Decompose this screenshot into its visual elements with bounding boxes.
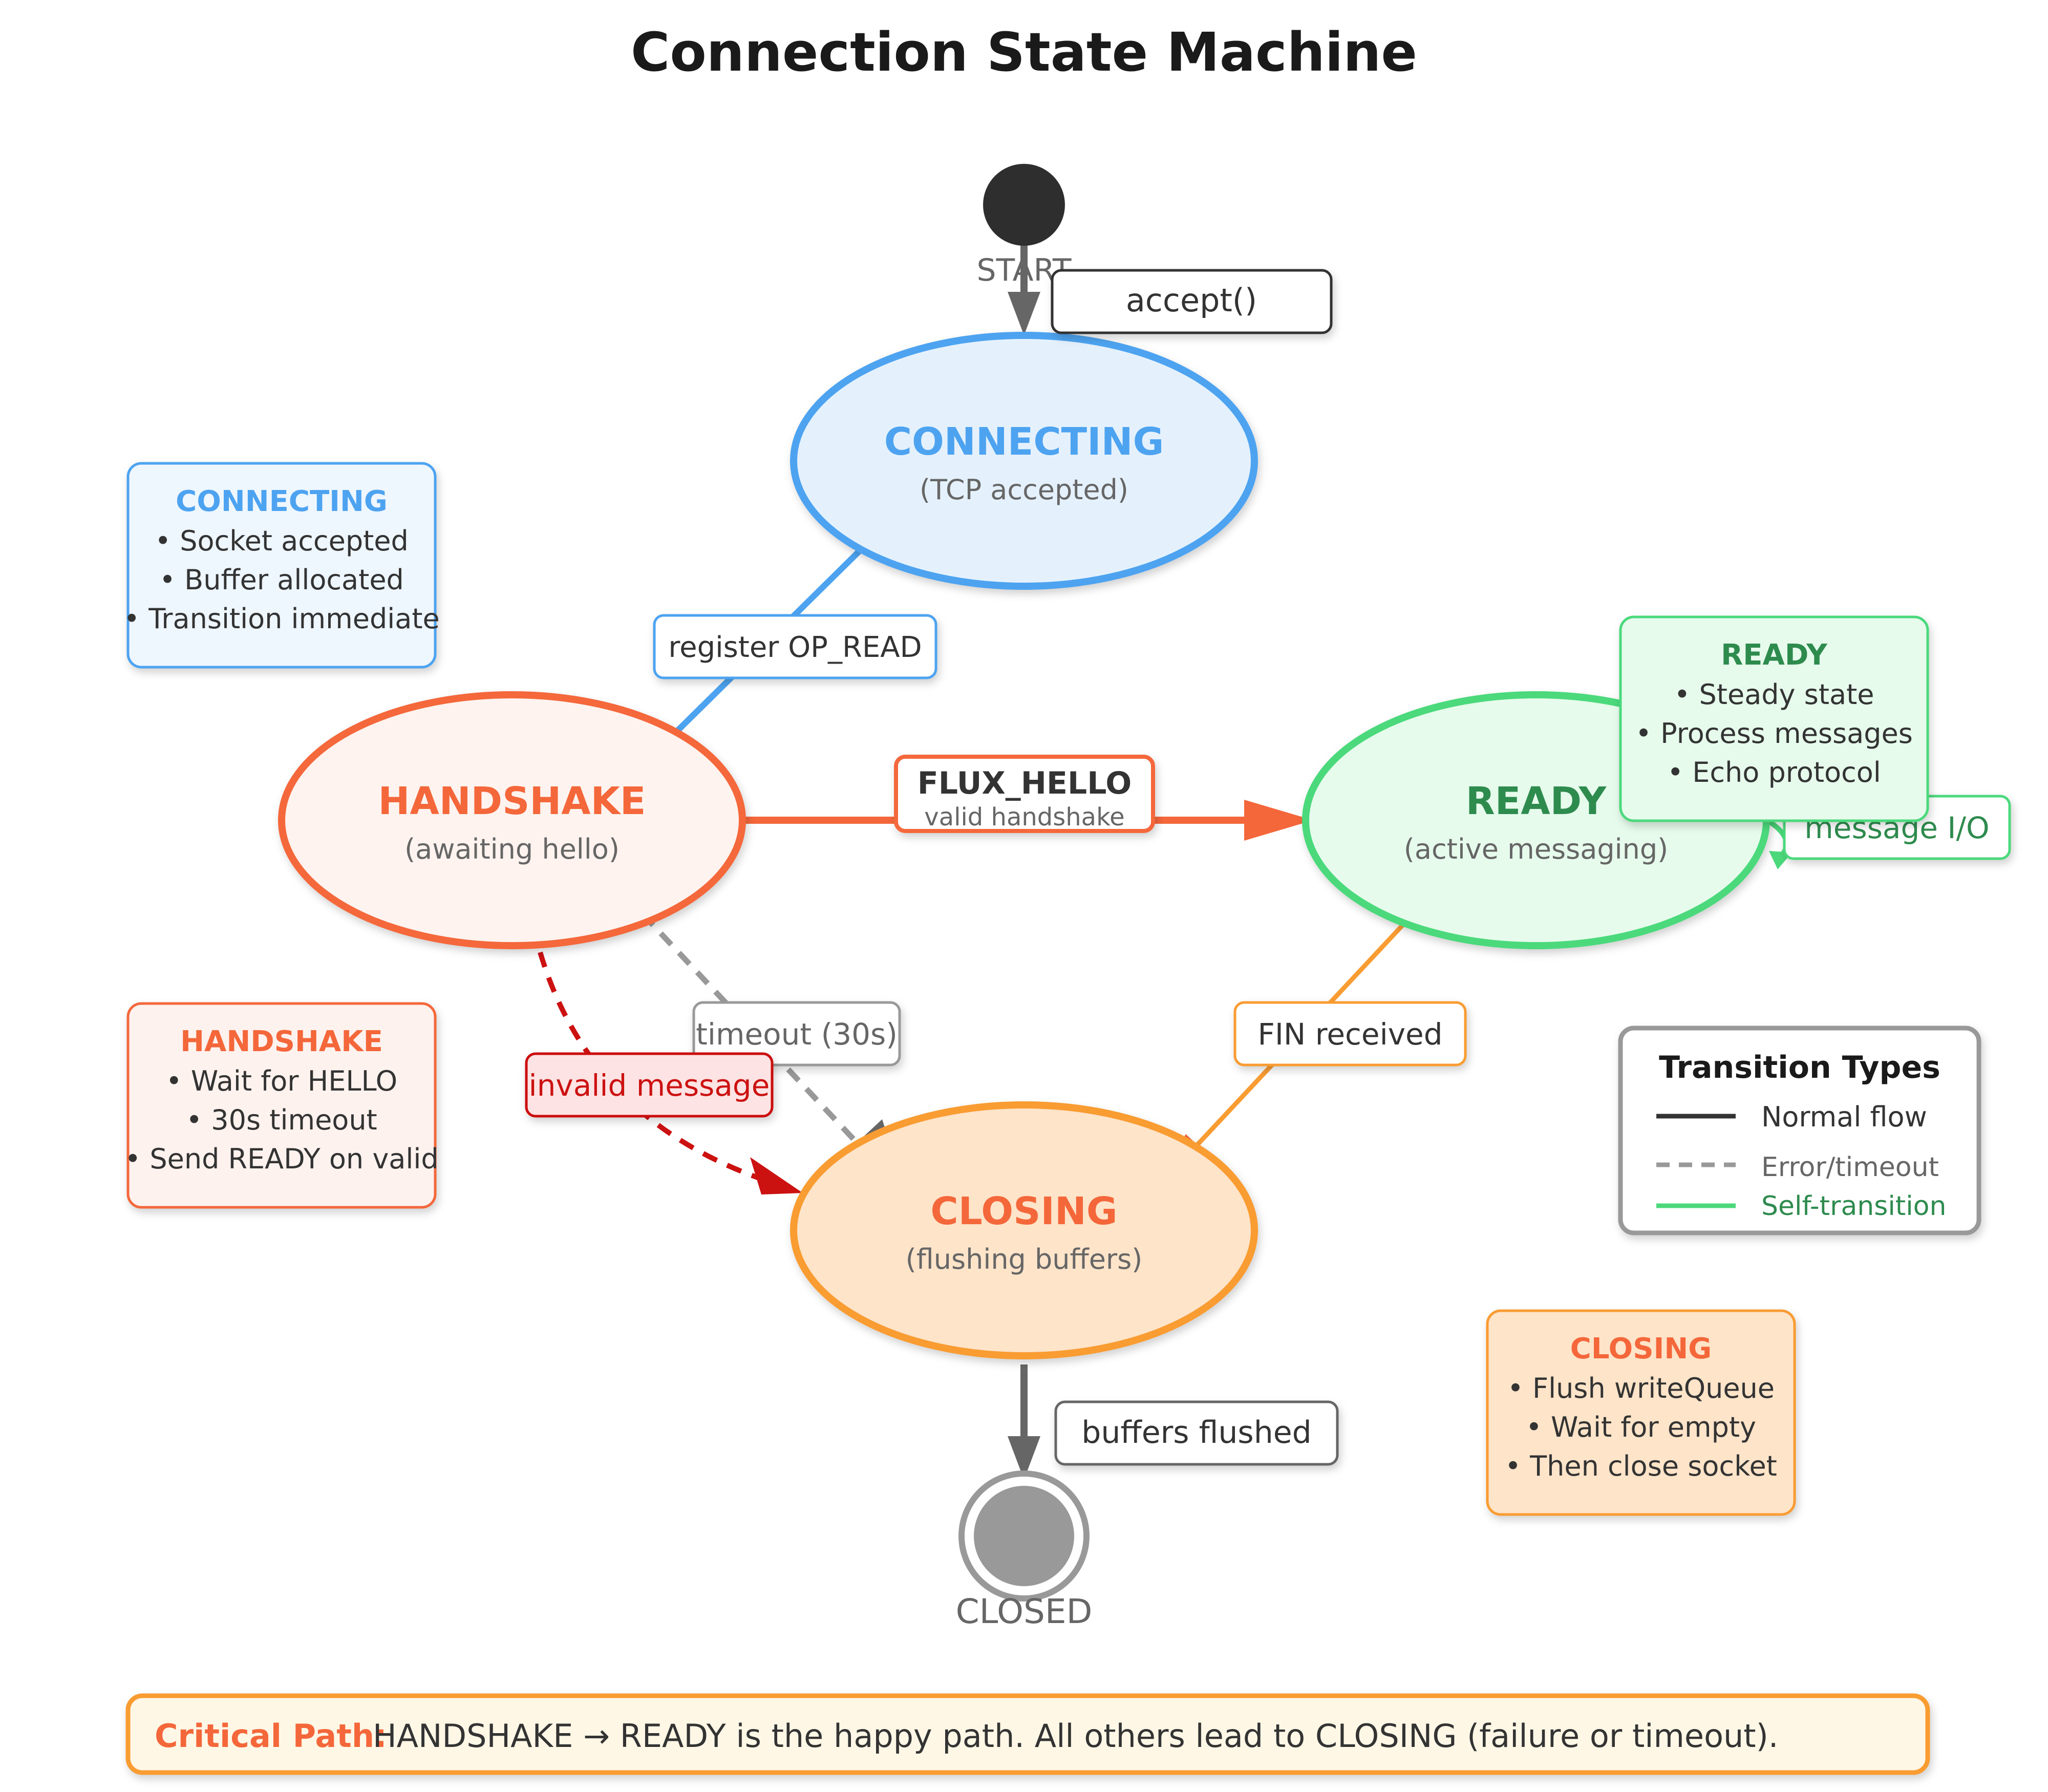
state-handshake-name: HANDSHAKE [378, 779, 646, 823]
critical-path-text: HANDSHAKE → READY is the happy path. All… [373, 1717, 1779, 1755]
critical-path-label: Critical Path: [155, 1717, 387, 1755]
note-handshake: HANDSHAKE • Wait for HELLO • 30s timeout… [124, 1002, 439, 1209]
state-connecting-name: CONNECTING [884, 420, 1164, 464]
label-timeout-text: timeout (30s) [696, 1017, 898, 1052]
note-handshake-title: HANDSHAKE [180, 1025, 383, 1058]
label-invalid: invalid message [525, 1052, 774, 1118]
label-accept: accept() [1051, 269, 1333, 334]
note-connecting-line: • Socket accepted [155, 525, 409, 557]
label-fin-text: FIN received [1257, 1017, 1442, 1052]
label-flux-hello-text: FLUX_HELLO [918, 765, 1132, 801]
note-ready-line: • Echo protocol [1667, 756, 1881, 788]
legend-normal-label: Normal flow [1761, 1101, 1927, 1133]
note-ready-title: READY [1721, 638, 1828, 672]
end-label: CLOSED [956, 1592, 1093, 1631]
note-closing-title: CLOSING [1570, 1332, 1712, 1366]
note-ready-line: • Steady state [1674, 678, 1874, 711]
label-register-text: register OP_READ [668, 631, 922, 664]
arrowhead-connecting [1008, 292, 1040, 335]
note-handshake-line: • Send READY on valid [124, 1143, 438, 1175]
legend: Transition Types Normal flow Error/timeo… [1618, 1026, 1981, 1235]
label-fin: FIN received [1233, 1001, 1467, 1066]
label-flux-hello-sub: valid handshake [924, 803, 1124, 831]
arrowhead-closed [1008, 1436, 1040, 1480]
critical-path-banner: Critical Path: HANDSHAKE → READY is the … [125, 1693, 1930, 1775]
note-connecting-line: • Buffer allocated [159, 564, 404, 596]
label-flushed-text: buffers flushed [1081, 1415, 1311, 1450]
diagram-title: Connection State Machine [631, 21, 1417, 83]
label-flushed: buffers flushed [1054, 1400, 1339, 1466]
state-ready-sub: (active messaging) [1404, 833, 1668, 865]
legend-error-label: Error/timeout [1761, 1152, 1939, 1183]
label-register: register OP_READ [653, 614, 937, 679]
note-connecting-line: • Transition immediate [123, 603, 440, 635]
label-invalid-text: invalid message [529, 1068, 770, 1103]
start-node [983, 164, 1065, 246]
note-closing: CLOSING • Flush writeQueue • Wait for em… [1486, 1309, 1796, 1516]
arrowhead-ready [1244, 800, 1313, 841]
state-closing-sub: (flushing buffers) [906, 1243, 1143, 1275]
end-node-inner [974, 1486, 1074, 1586]
label-accept-text: accept() [1126, 282, 1257, 319]
state-closing[interactable]: CLOSING (flushing buffers) [790, 1101, 1258, 1359]
label-timeout: timeout (30s) [692, 1001, 901, 1066]
state-handshake[interactable]: HANDSHAKE (awaiting hello) [278, 691, 746, 949]
state-closing-name: CLOSING [930, 1189, 1117, 1233]
legend-title: Transition Types [1659, 1050, 1940, 1085]
note-handshake-line: • Wait for HELLO [166, 1065, 397, 1097]
note-connecting: CONNECTING • Socket accepted • Buffer al… [123, 462, 440, 669]
arrowhead-invalid [750, 1157, 803, 1194]
note-ready: READY • Steady state • Process messages … [1619, 615, 1929, 822]
note-closing-line: • Then close socket [1505, 1450, 1777, 1482]
legend-self-label: Self-transition [1761, 1191, 1946, 1222]
note-handshake-line: • 30s timeout [186, 1104, 377, 1136]
note-connecting-title: CONNECTING [176, 485, 388, 518]
state-connecting[interactable]: CONNECTING (TCP accepted) [790, 332, 1258, 590]
state-ready-name: READY [1466, 779, 1607, 823]
note-ready-line: • Process messages [1635, 717, 1913, 750]
state-handshake-sub: (awaiting hello) [404, 833, 620, 865]
state-connecting-sub: (TCP accepted) [920, 474, 1128, 506]
note-closing-line: • Wait for empty [1526, 1411, 1756, 1443]
note-closing-line: • Flush writeQueue [1507, 1372, 1775, 1404]
label-flux-hello: FLUX_HELLO valid handshake [894, 755, 1155, 833]
